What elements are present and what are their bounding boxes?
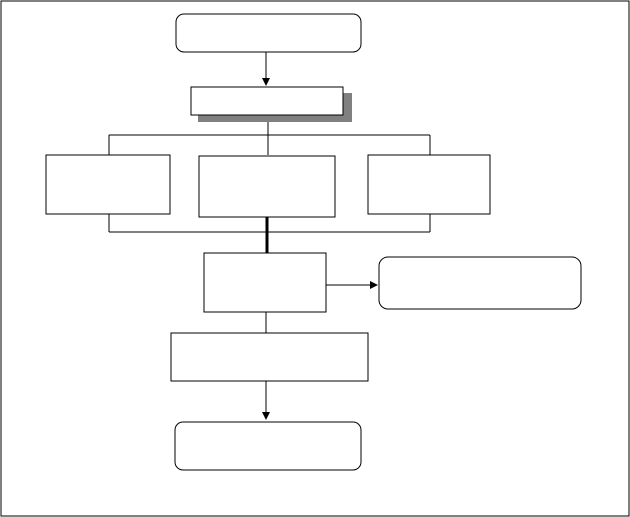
node-branch-left [45, 154, 171, 215]
node-step-1 [190, 86, 352, 122]
node-end [174, 421, 362, 471]
node-branch-center [198, 155, 336, 218]
node-branch-right [367, 154, 491, 215]
edge-branches-to-merge [108, 214, 431, 253]
node-side-output [378, 256, 582, 310]
node-merge-step [203, 252, 327, 313]
edge-step-1-to-branches [108, 122, 431, 155]
node-start [175, 13, 362, 53]
node-step-3 [170, 332, 369, 382]
